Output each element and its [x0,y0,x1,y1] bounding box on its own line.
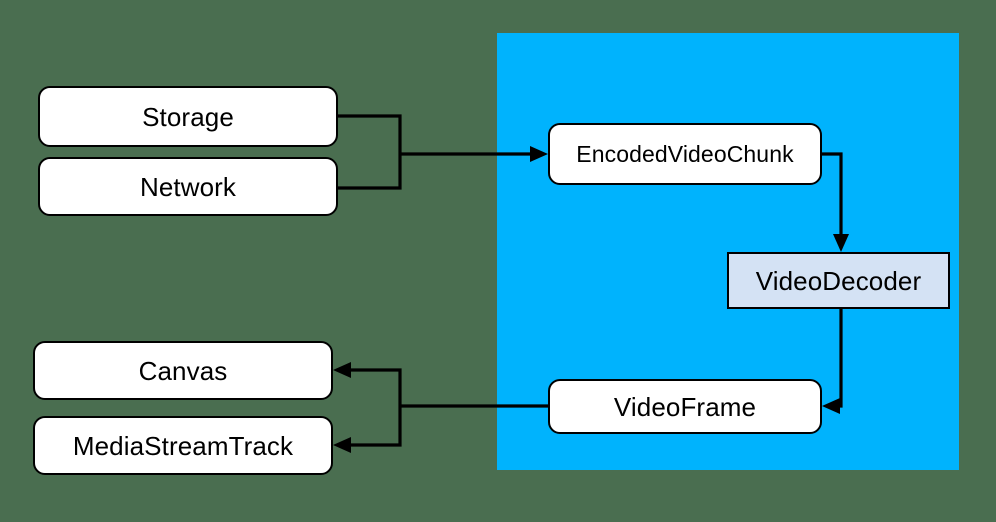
node-encoded-video-chunk[interactable]: EncodedVideoChunk [548,123,822,185]
node-video-decoder[interactable]: VideoDecoder [727,252,950,309]
edge-frame-to-canvas [348,368,402,406]
node-network[interactable]: Network [38,157,338,216]
arrowhead-to-canvas [333,362,351,378]
node-media-stream-track[interactable]: MediaStreamTrack [33,416,333,475]
node-video-frame[interactable]: VideoFrame [548,379,822,434]
edge-frame-to-media-stream-track [348,406,402,447]
edge-storage-to-chunk [338,114,402,154]
edge-network-to-chunk [338,154,402,190]
arrowhead-to-media-stream-track [333,437,351,453]
node-storage[interactable]: Storage [38,86,338,147]
node-canvas[interactable]: Canvas [33,341,333,400]
